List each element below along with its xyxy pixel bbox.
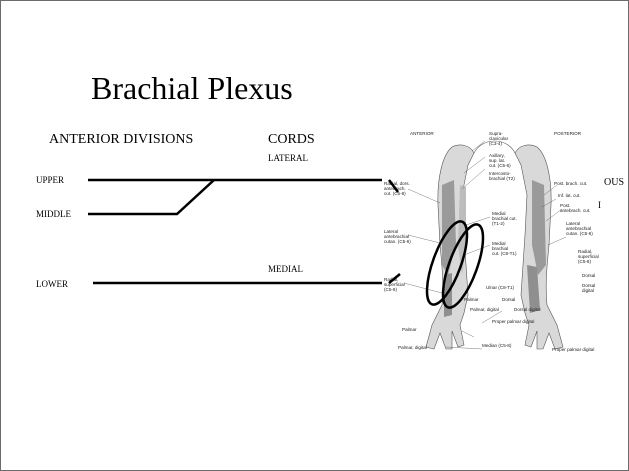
- truncated-label-ous: OUS: [604, 177, 624, 188]
- lower-cord-curve: [389, 274, 400, 283]
- text-cursor-icon: I: [598, 200, 601, 210]
- cord-ellipse-2: [435, 220, 491, 312]
- upper-cord-curve: [389, 180, 398, 192]
